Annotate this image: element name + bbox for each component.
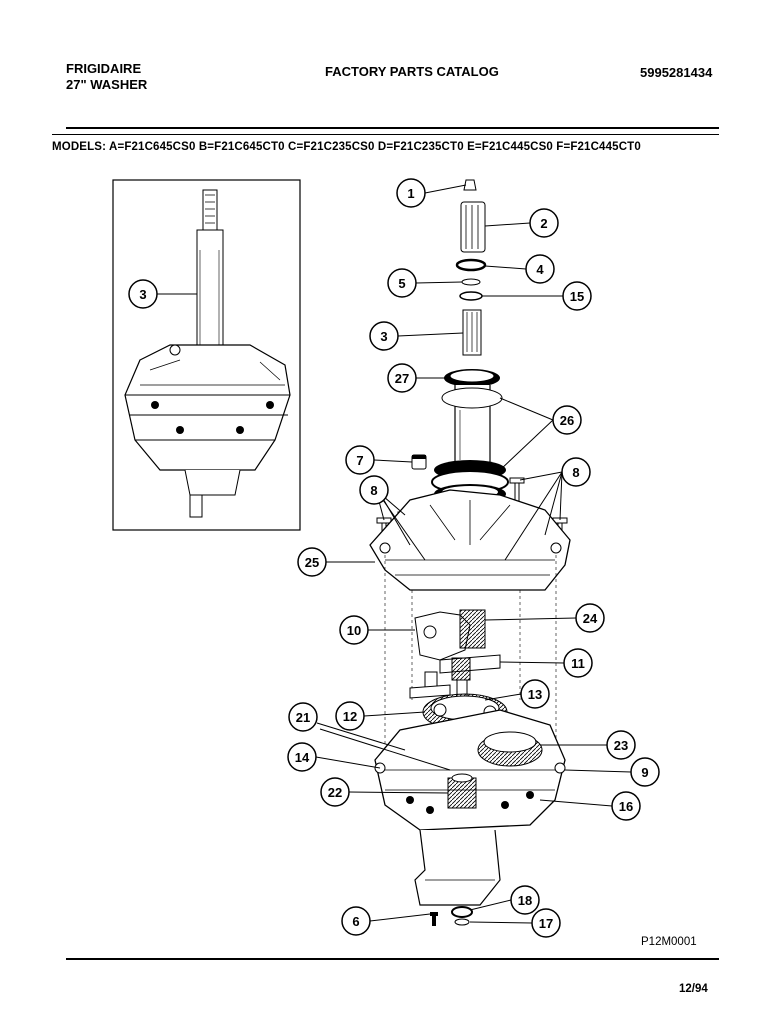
brand-name: FRIGIDAIRE <box>66 61 142 76</box>
inset-spline <box>202 189 218 231</box>
catalog-title: FACTORY PARTS CATALOG <box>325 64 499 79</box>
part-bottom-seal <box>451 906 473 918</box>
footer-rule <box>66 958 719 960</box>
callout-label: 1 <box>407 186 414 201</box>
part-pinion-gear <box>459 609 486 649</box>
callout-label: 15 <box>570 289 584 304</box>
callout-markers: 1 2 4 5 15 3 27 26 7 8 8 25 10 24 11 12 … <box>128 178 660 938</box>
callout-10: 10 <box>339 615 369 645</box>
callout-label: 8 <box>370 483 377 498</box>
part-washer <box>461 278 481 286</box>
callout-11: 11 <box>563 648 593 678</box>
callout-8-left: 8 <box>359 475 389 505</box>
part-collar <box>441 387 503 409</box>
callout-label: 23 <box>614 738 628 753</box>
callout-17: 17 <box>531 908 561 938</box>
callout-18: 18 <box>510 885 540 915</box>
callout-3-inset: 3 <box>128 279 158 309</box>
callout-2: 2 <box>529 208 559 238</box>
callout-15: 15 <box>562 281 592 311</box>
leader-lines <box>315 184 632 924</box>
callout-label: 26 <box>560 413 574 428</box>
callout-label: 24 <box>583 611 598 626</box>
callout-label: 6 <box>352 914 359 929</box>
callout-16: 16 <box>611 791 641 821</box>
callout-label: 16 <box>619 799 633 814</box>
callout-7: 7 <box>345 445 375 475</box>
part-bottom-case <box>414 829 501 906</box>
callout-label: 21 <box>296 710 310 725</box>
callout-3: 3 <box>369 321 399 351</box>
callout-27: 27 <box>387 363 417 393</box>
inset-shaft <box>196 229 224 361</box>
date-code: 12/94 <box>679 983 708 995</box>
callout-9: 9 <box>630 757 660 787</box>
callout-25: 25 <box>297 547 327 577</box>
inset-assembled-view <box>112 179 301 531</box>
callout-label: 3 <box>139 287 146 302</box>
callout-label: 4 <box>536 262 544 277</box>
part-clip <box>454 918 470 926</box>
callout-label: 2 <box>540 216 547 231</box>
part-screw <box>430 912 438 926</box>
callout-13: 13 <box>520 679 550 709</box>
callout-21: 21 <box>288 702 318 732</box>
callout-label: 9 <box>641 765 648 780</box>
callout-label: 7 <box>356 453 363 468</box>
exploded-parts <box>369 179 571 926</box>
models-line: MODELS: A=F21C645CS0 B=F21C645CT0 C=F21C… <box>52 141 641 153</box>
callout-label: 25 <box>305 555 319 570</box>
part-seal <box>455 258 487 272</box>
callout-label: 11 <box>571 656 585 671</box>
callout-label: 14 <box>295 750 310 765</box>
callout-8-right: 8 <box>561 457 591 487</box>
product-name: 27" WASHER <box>66 77 148 92</box>
callout-4: 4 <box>525 254 555 284</box>
callout-12: 12 <box>335 701 365 731</box>
callout-label: 22 <box>328 785 342 800</box>
callout-label: 27 <box>395 371 409 386</box>
callout-24: 24 <box>575 603 605 633</box>
callout-26: 26 <box>552 405 582 435</box>
callout-label: 8 <box>572 465 579 480</box>
part-spline-coupling <box>460 201 486 253</box>
callout-label: 3 <box>380 329 387 344</box>
callout-22: 22 <box>320 777 350 807</box>
callout-label: 10 <box>347 623 361 638</box>
callout-label: 18 <box>518 893 532 908</box>
callout-23: 23 <box>606 730 636 760</box>
callout-label: 12 <box>343 709 357 724</box>
inset-housing <box>124 344 291 471</box>
callout-label: 17 <box>539 916 553 931</box>
callout-14: 14 <box>287 742 317 772</box>
callout-5: 5 <box>387 268 417 298</box>
callout-1: 1 <box>396 178 426 208</box>
callout-6: 6 <box>341 906 371 936</box>
catalog-number: 5995281434 <box>640 65 713 80</box>
callout-label: 13 <box>528 687 542 702</box>
header-rule-top <box>66 127 719 129</box>
part-nut <box>463 179 477 191</box>
part-ring <box>459 291 483 301</box>
inset-frame <box>112 179 301 531</box>
drawing-code: P12M0001 <box>641 936 697 948</box>
header-rule-bottom <box>52 134 719 135</box>
callout-label: 5 <box>398 276 405 291</box>
